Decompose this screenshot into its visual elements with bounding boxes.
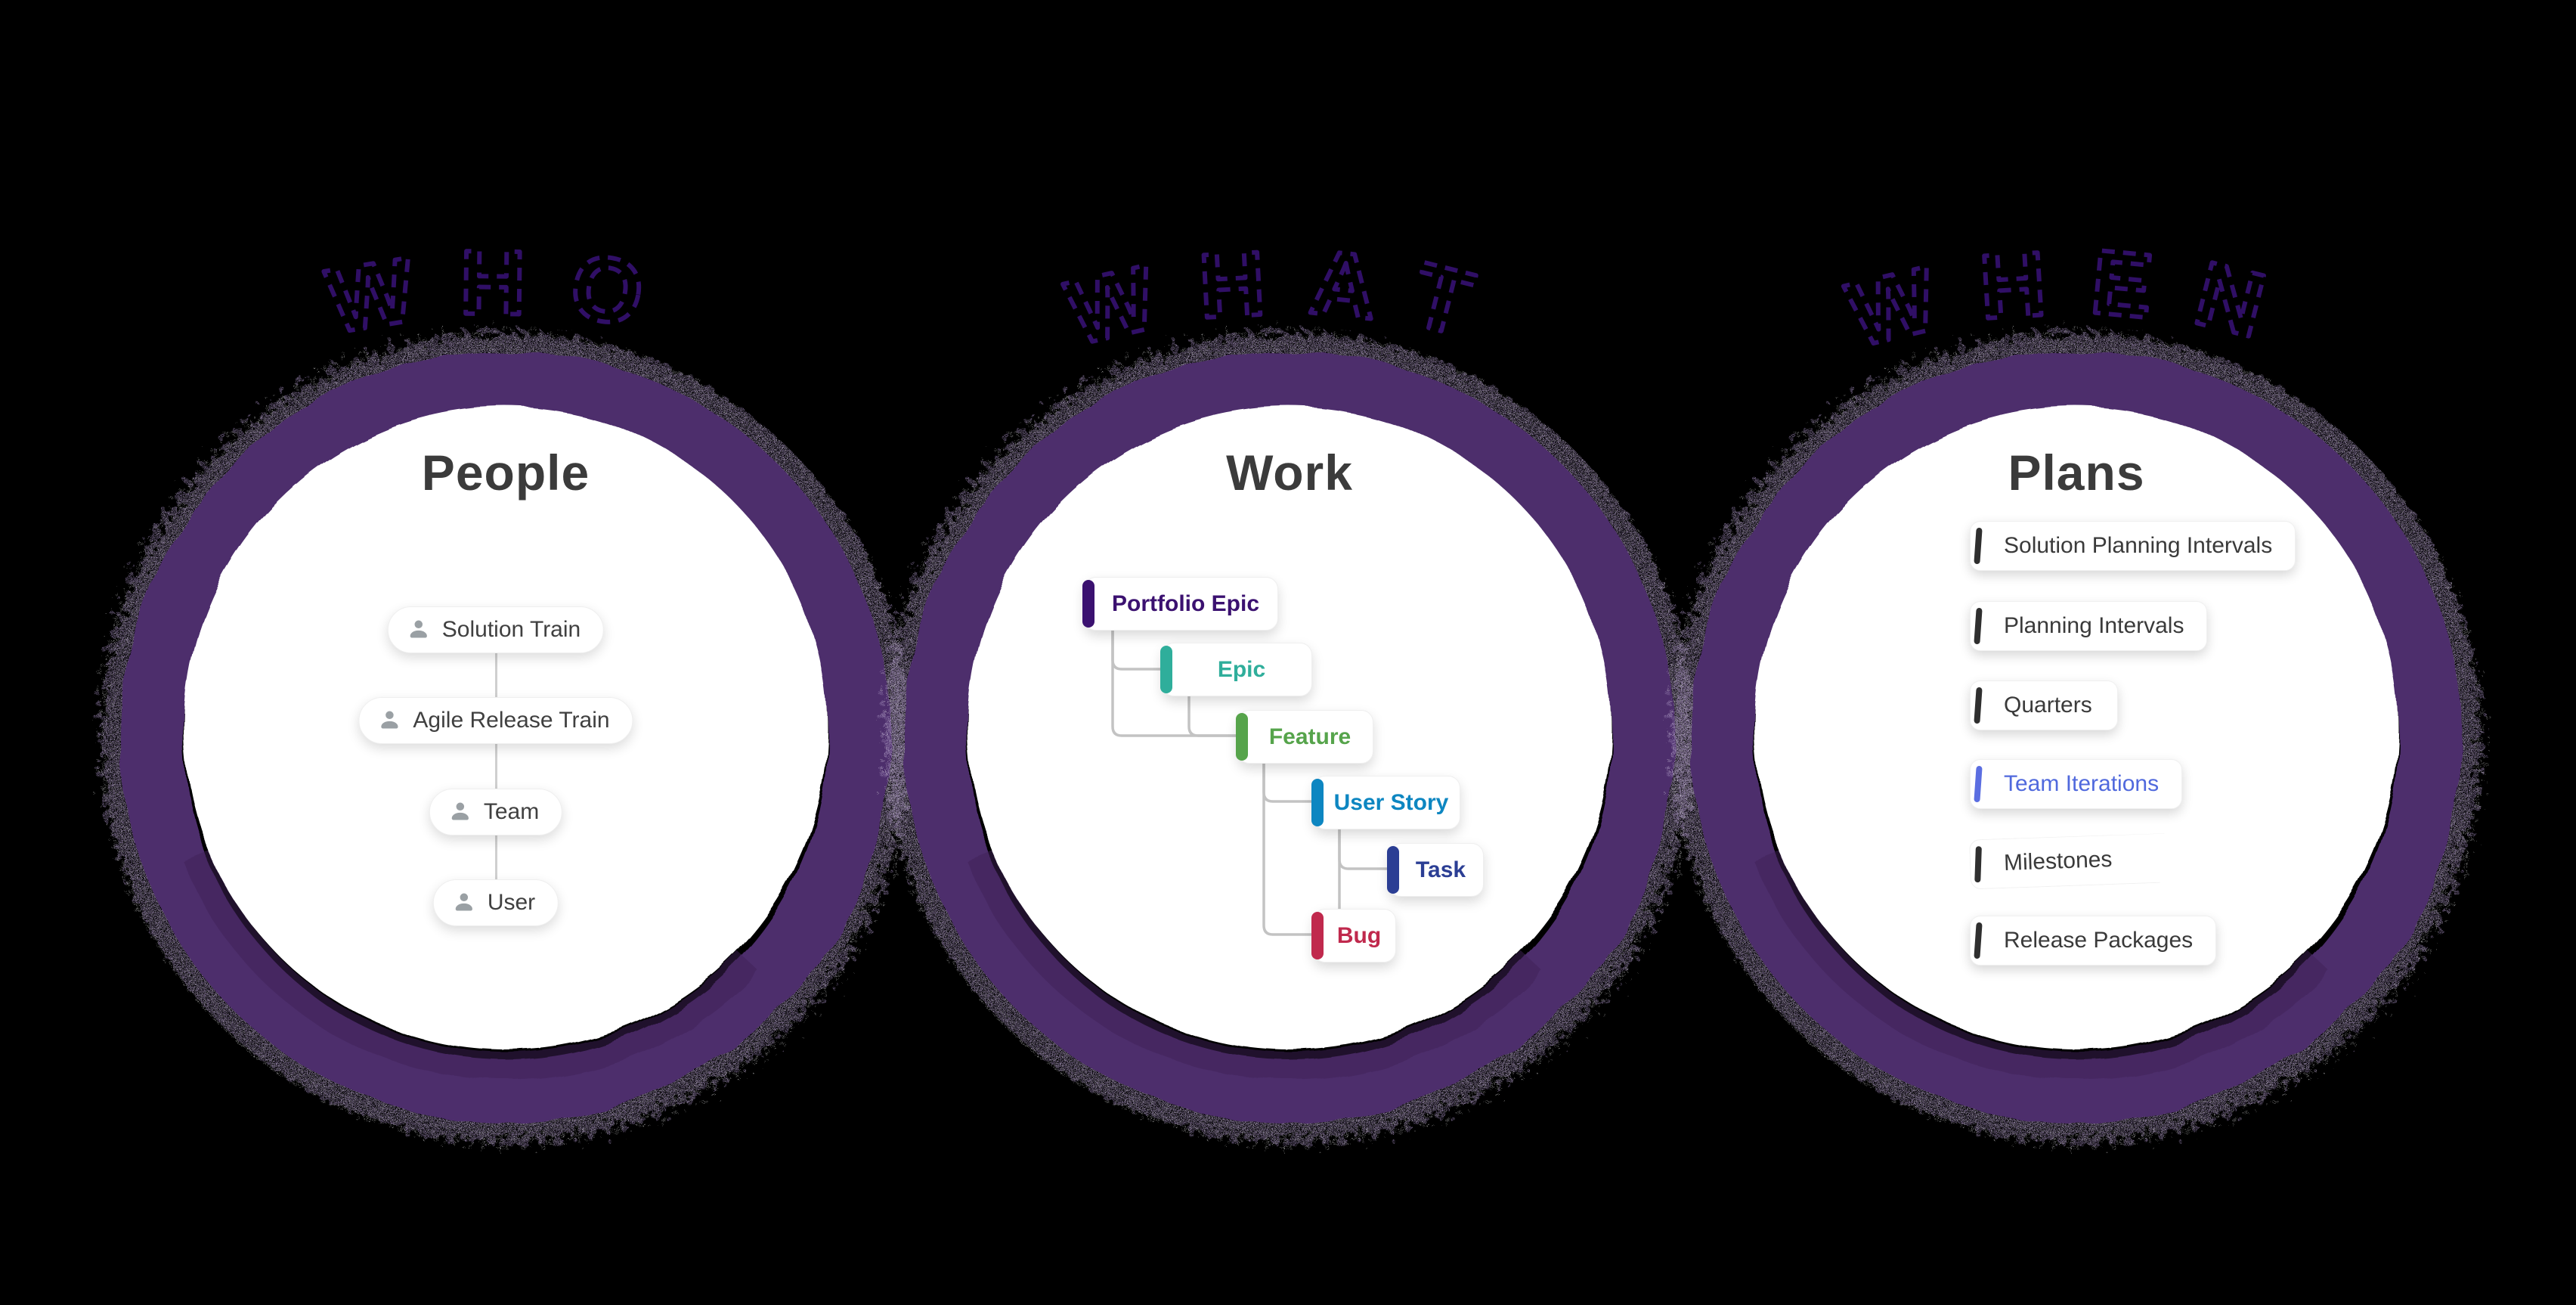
pill-user: User: [432, 879, 559, 926]
chip-label: Milestones: [2003, 846, 2113, 876]
accent-bar: [1974, 607, 1983, 645]
panel-who: WHO People Solution Train Agile Release …: [101, 230, 911, 1144]
work-content: Work Portfolio Epic Epic: [912, 352, 1667, 1108]
connector-line: [1111, 628, 1239, 737]
person-icon: [410, 620, 427, 638]
chip-label: Portfolio Epic: [1112, 591, 1259, 616]
accent-bar: [1974, 846, 1982, 882]
work-chip-user-story: User Story: [1311, 776, 1460, 829]
pill-agile-release-train: Agile Release Train: [358, 697, 633, 744]
pill-label: Solution Train: [441, 617, 581, 642]
ring-bottom-shade: [943, 386, 1636, 1080]
plan-chip-quarters: Quarters: [1970, 680, 2118, 730]
accent-bar: [1974, 922, 1983, 959]
connector-line: [1338, 826, 1390, 870]
connector-line: [1111, 628, 1163, 671]
plan-chip-release-packages: Release Packages: [1970, 916, 2217, 966]
people-content: People Solution Train Agile Release Trai…: [128, 352, 884, 1108]
work-chip-bug: Bug: [1311, 909, 1396, 962]
plan-chip-team-iterations: Team Iterations: [1970, 759, 2183, 809]
accent-bar: [1160, 646, 1172, 693]
panel-when: WHEN Plans Solution Planning Intervals P…: [1671, 228, 2482, 1144]
person-icon: [381, 711, 398, 729]
chip-label: Bug: [1336, 922, 1382, 948]
work-chip-feature: Feature: [1236, 710, 1373, 764]
accent-bar: [1311, 779, 1324, 826]
pill-label: User: [487, 890, 536, 915]
accent-bar: [1236, 713, 1248, 761]
ring-main: [120, 352, 891, 1123]
chip-label: Team Iterations: [2004, 771, 2160, 796]
title-work: Work: [1226, 445, 1353, 501]
title-plans: Plans: [2008, 445, 2145, 501]
plan-chip-milestones: Milestones: [1969, 832, 2169, 889]
panel-what: WHAT Work: [884, 228, 1695, 1144]
work-chip-portfolio-epic: Portfolio Epic: [1082, 577, 1278, 631]
plan-chip-planning-intervals: Planning Intervals: [1970, 601, 2208, 651]
accent-bar: [1974, 765, 1983, 803]
chip-label: Solution Planning Intervals: [2004, 533, 2273, 558]
person-icon: [455, 893, 472, 911]
accent-bar: [1082, 580, 1094, 628]
work-chip-task: Task: [1387, 843, 1484, 897]
pill-label: Agile Release Train: [413, 708, 610, 733]
plans-content: Plans Solution Planning Intervals Planni…: [1698, 352, 2454, 1108]
plan-chip-solution-planning-intervals: Solution Planning Intervals: [1970, 521, 2296, 571]
accent-bar: [1387, 846, 1399, 894]
connector-line: [495, 628, 497, 907]
ring-bottom-shade: [159, 386, 853, 1080]
accent-bar: [1974, 527, 1983, 565]
chip-label: Quarters: [2004, 693, 2092, 718]
connector-line: [1187, 693, 1239, 737]
pill-label: Team: [483, 799, 540, 824]
ring-main: [1691, 352, 2462, 1123]
chip-label: Task: [1415, 857, 1466, 882]
work-chip-epic: Epic: [1160, 643, 1312, 696]
accent-bar: [1974, 687, 1983, 724]
connector-line: [1262, 761, 1314, 803]
pill-solution-train: Solution Train: [387, 606, 605, 653]
pill-team: Team: [429, 789, 563, 835]
accent-bar: [1311, 912, 1324, 959]
ring-main: [904, 352, 1675, 1123]
person-icon: [451, 802, 469, 820]
chip-label: Feature: [1268, 724, 1351, 749]
chip-label: User Story: [1333, 789, 1449, 815]
connector-line: [1262, 761, 1314, 936]
ring-bottom-shade: [1729, 386, 2423, 1080]
chip-label: Epic: [1217, 656, 1266, 682]
title-people: People: [421, 445, 590, 501]
chip-label: Planning Intervals: [2004, 613, 2184, 638]
chip-label: Release Packages: [2004, 928, 2194, 953]
work-tree-connectors: [1111, 628, 1390, 936]
